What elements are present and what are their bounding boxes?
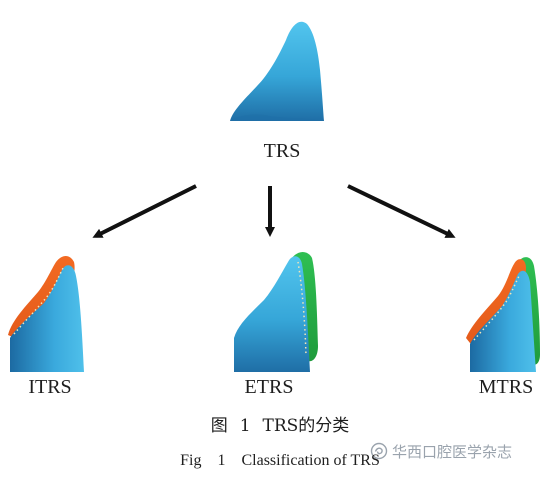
tooth-trs-root-shadow <box>230 114 324 121</box>
caption-cn-text: TRS的分类 <box>262 416 350 436</box>
watermark: 华西口腔医学杂志 <box>370 438 556 464</box>
tooth-itrs-dots <box>13 267 64 335</box>
caption-en-number: 1 <box>217 452 226 469</box>
tooth-trs <box>230 21 324 122</box>
label-mtrs: MTRS <box>478 376 534 398</box>
caption-cn-number: 1 <box>239 416 251 436</box>
caption-en-text: Classification of TRS <box>241 452 380 469</box>
tooth-itrs-orange-layer <box>8 256 75 342</box>
tooth-mtrs <box>466 257 540 372</box>
tooth-etrs <box>234 252 318 372</box>
tooth-itrs <box>8 256 84 372</box>
arrow-left <box>92 184 197 238</box>
tooth-trs-body <box>230 21 324 122</box>
tooth-mtrs-body <box>470 270 536 372</box>
label-itrs: ITRS <box>28 376 72 398</box>
tooth-mtrs-dots <box>473 273 521 341</box>
label-etrs: ETRS <box>244 376 294 398</box>
arrow-right <box>347 184 456 238</box>
label-trs: TRS <box>263 140 301 162</box>
caption-en-prefix: Fig <box>180 452 202 469</box>
wechat-official-account-icon <box>370 442 388 460</box>
caption-english: Fig 1 Classification of TRS <box>0 452 560 470</box>
arrows <box>92 184 456 238</box>
caption-cn-prefix: 图 <box>210 416 228 436</box>
tooth-etrs-body <box>234 256 310 372</box>
watermark-text: 华西口腔医学杂志 <box>392 442 513 461</box>
tooth-mtrs-orange-layer <box>466 259 526 348</box>
tooth-itrs-body <box>10 265 84 372</box>
